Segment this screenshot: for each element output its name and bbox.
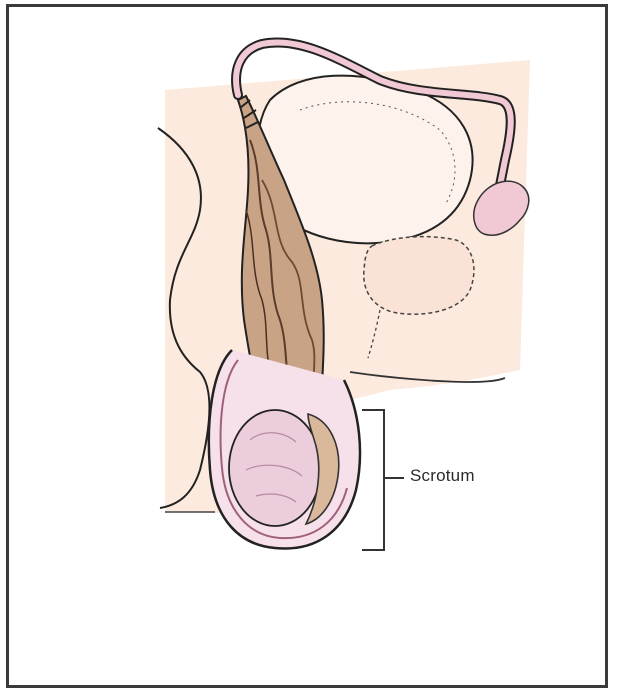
scrotum-label: Scrotum xyxy=(410,466,475,486)
prostate xyxy=(364,237,474,315)
scrotum-bracket xyxy=(362,410,404,550)
testis xyxy=(229,410,321,526)
